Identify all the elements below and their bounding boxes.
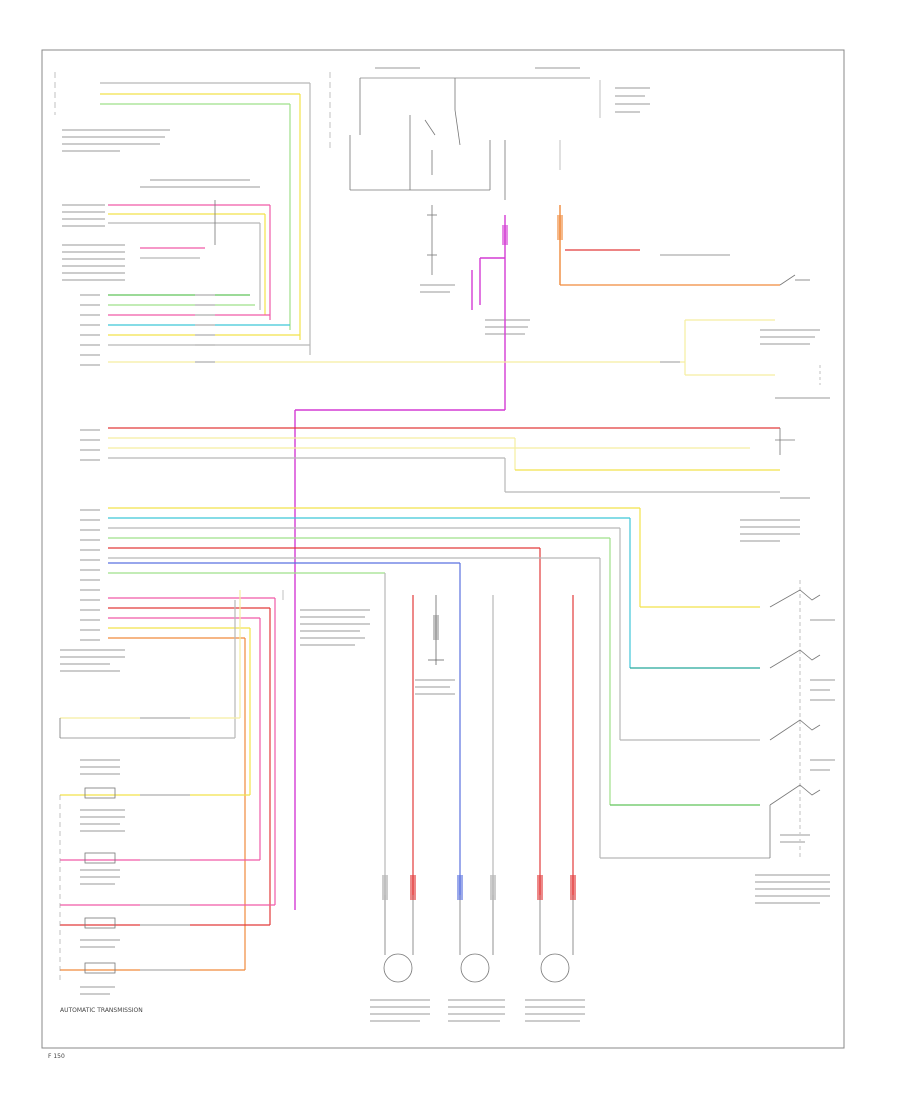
- bottom-speed-sensors: [370, 875, 585, 1022]
- pcm-upper-connector: [62, 179, 271, 320]
- diagram-border: [41, 49, 845, 1049]
- lower-left-solenoid-area: [59, 717, 275, 995]
- footer-code: F 150: [48, 1053, 65, 1060]
- centre-sensor-feeds: [282, 573, 574, 895]
- transmission-range-sensor: [755, 580, 835, 904]
- top-left-connector: [54, 72, 311, 355]
- brake-switch-area: [420, 205, 810, 335]
- bottom-left-label: AUTOMATIC TRANSMISSION: [60, 1007, 143, 1014]
- pcm-rows-427-465: [80, 427, 810, 542]
- pcm-middle-connector-rows: [80, 294, 830, 399]
- pcm-transmission-rows: [60, 507, 770, 970]
- top-relay-area: [329, 67, 650, 200]
